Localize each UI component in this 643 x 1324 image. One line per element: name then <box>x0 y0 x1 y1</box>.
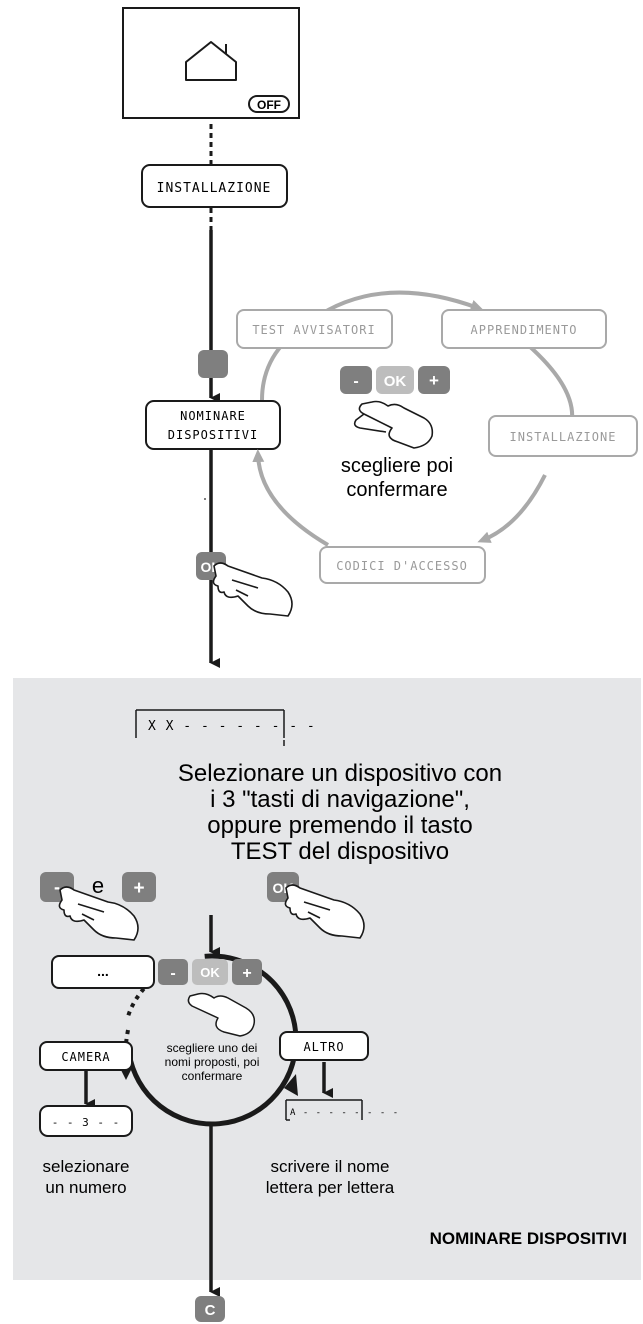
cycle-codici-accesso[interactable]: CODICI D'ACCESSO <box>319 546 486 584</box>
cycle-plus-key[interactable]: + <box>418 366 450 394</box>
inner-hint-line2: nomi proposti, poi <box>165 1055 260 1069</box>
section-title: NOMINARE DISPOSITIVI <box>430 1229 627 1248</box>
cycle-codici-label: CODICI D'ACCESSO <box>336 559 468 573</box>
inner-hint-line3: confermare <box>182 1069 243 1083</box>
section-display-text: X X - - - - - - - - <box>148 719 316 734</box>
cycle-arc-left <box>260 343 284 401</box>
cycle-plus-label: + <box>429 371 439 390</box>
instruction-line3: oppure premendo il tasto <box>207 812 473 839</box>
nav-and-label: e <box>92 873 104 898</box>
device-panel: OFF <box>122 7 300 119</box>
inner-minus-label: - <box>170 965 175 982</box>
c-key[interactable]: C <box>195 1296 225 1322</box>
cycle-hint-line1: scegliere poi <box>341 455 453 477</box>
instruction-line2: i 3 "tasti di navigazione", <box>210 786 470 813</box>
cycle-hint-line2: confermare <box>346 479 447 501</box>
option-camera-label: CAMERA <box>61 1050 110 1064</box>
cycle-ok-key[interactable]: OK <box>376 366 414 394</box>
letter-display: A - - - - - - - - <box>285 1099 399 1121</box>
cycle-installazione-label: INSTALLAZIONE <box>510 430 617 444</box>
inner-minus-key[interactable]: - <box>158 959 188 985</box>
hand-icon-nav <box>58 886 139 941</box>
home-icon <box>185 41 237 81</box>
inner-plus-label: + <box>242 965 251 982</box>
cycle-arc-bottom-right <box>477 474 547 543</box>
option-camera[interactable]: CAMERA <box>39 1041 133 1071</box>
inner-ok-label: OK <box>200 965 220 980</box>
cycle-test-avvisatori-label: TEST AVVISATORI <box>252 323 375 337</box>
hand-icon-cycle <box>353 400 434 449</box>
select-number-line1: selezionare <box>43 1157 130 1176</box>
inner-hint-line1: scegliere uno dei <box>167 1041 258 1055</box>
number-display-text: - - 3 - - <box>52 1116 121 1129</box>
option-ellipsis-label: ... <box>97 963 109 979</box>
menu-nominare-dispositivi[interactable]: NOMINARE DISPOSITIVI <box>145 400 281 450</box>
letter-display-text: A - - - - - - - - <box>290 1108 399 1118</box>
nav-plus-label: + <box>133 878 144 899</box>
write-name-line1: scrivere il nome <box>270 1157 389 1176</box>
inner-ok-key[interactable]: OK <box>192 959 228 985</box>
cycle-test-avvisatori[interactable]: TEST AVVISATORI <box>236 309 393 349</box>
cycle-apprendimento[interactable]: APPRENDIMENTO <box>441 309 607 349</box>
section-display: X X - - - - - - - - <box>135 709 316 746</box>
off-badge[interactable] <box>248 95 290 113</box>
cycle-group: TEST AVVISATORI APPRENDIMENTO INSTALLAZI… <box>236 290 638 584</box>
write-name-line2: lettera per lettera <box>266 1178 395 1197</box>
inner-plus-key[interactable]: + <box>232 959 262 985</box>
instruction-line1: Selezionare un dispositivo con <box>178 760 502 787</box>
cycle-minus-key[interactable]: - <box>340 366 372 394</box>
inner-cycle-arrowhead-right <box>284 1074 298 1096</box>
c-key-label: C <box>205 1302 216 1319</box>
nav-minus-label: - <box>54 877 60 897</box>
off-label: OFF <box>257 98 281 112</box>
select-number-line2: un numero <box>45 1178 126 1197</box>
nav-plus-key[interactable]: + <box>122 872 156 902</box>
option-altro[interactable]: ALTRO <box>279 1031 369 1061</box>
number-display: - - 3 - - <box>39 1105 133 1137</box>
cycle-apprendimento-label: APPRENDIMENTO <box>471 323 578 337</box>
menu-nominare-line2: DISPOSITIVI <box>168 428 258 442</box>
menu-installazione[interactable]: INSTALLAZIONE <box>141 164 288 208</box>
cycle-ok-label: OK <box>384 373 407 390</box>
cycle-arc-bottom-left <box>252 449 330 547</box>
menu-installazione-label: INSTALLAZIONE <box>157 181 272 196</box>
cycle-installazione[interactable]: INSTALLAZIONE <box>488 415 638 457</box>
ok-key-top[interactable] <box>196 350 228 380</box>
menu-nominare-line1: NOMINARE <box>180 409 246 423</box>
hand-icon-ok <box>284 884 365 939</box>
cycle-minus-label: - <box>353 373 358 390</box>
hand-icon-inner <box>187 992 256 1037</box>
option-ellipsis[interactable]: ... <box>51 955 155 989</box>
instruction-line4: TEST del dispositivo <box>231 838 449 865</box>
stray-dot <box>204 498 206 500</box>
hand-icon-main <box>212 562 293 617</box>
option-altro-label: ALTRO <box>303 1040 344 1054</box>
